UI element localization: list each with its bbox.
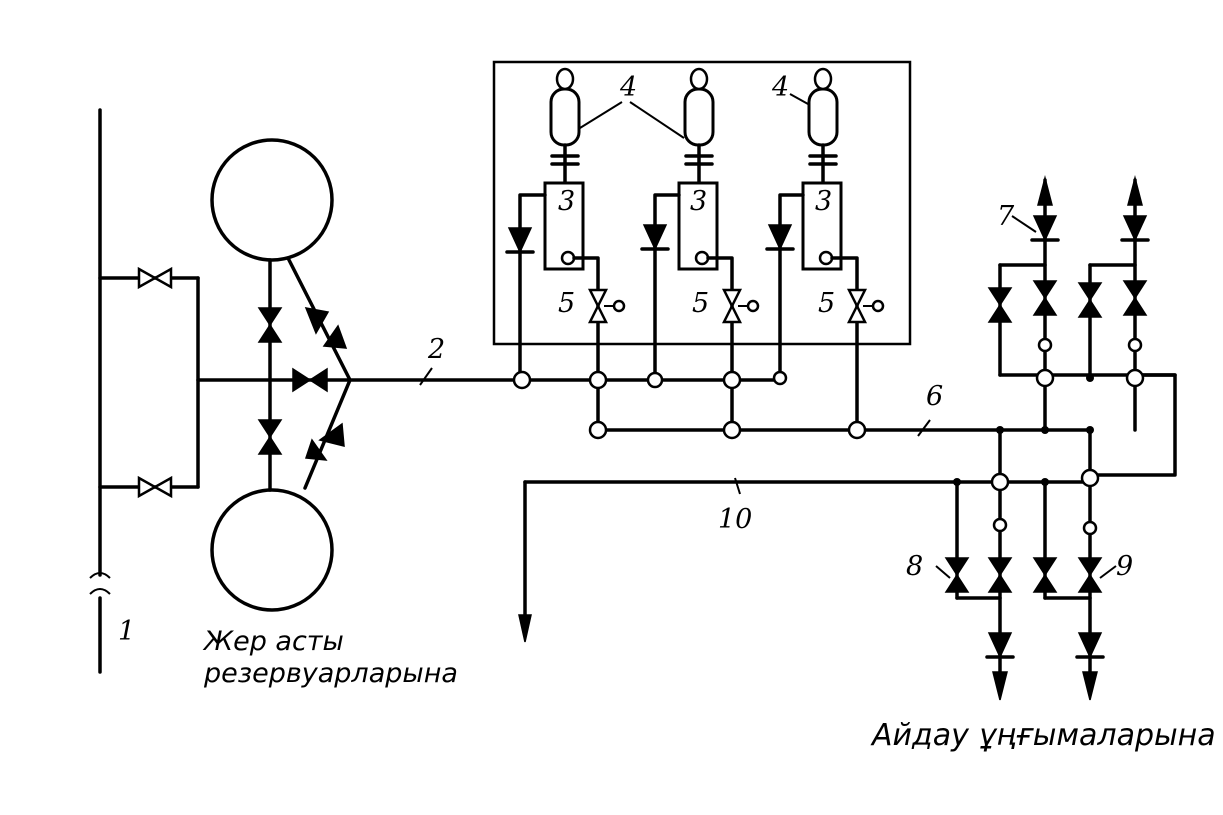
label-3-c: 3 <box>815 186 832 217</box>
tank-valve-diag-bottom-a <box>318 422 345 447</box>
label-1: 1 <box>118 616 135 647</box>
bypass-valve-top <box>137 267 173 289</box>
label-5-b: 5 <box>692 288 709 319</box>
tank-valve-diag-bottom-b <box>304 438 328 461</box>
caption-underground-line2: резервуарларына <box>204 658 458 690</box>
line-2 <box>348 367 782 386</box>
upper-manifold <box>988 175 1177 484</box>
label-3-b: 3 <box>690 186 707 217</box>
line-6 <box>596 378 1092 437</box>
caption-underground-tanks: Жер асты резервуарларына <box>204 626 458 691</box>
pump-unit-b <box>640 67 760 382</box>
pump-house-frame <box>492 60 912 346</box>
label-4-b: 4 <box>771 72 789 103</box>
main-line-1 <box>89 108 111 674</box>
bypass-valve-bottom <box>137 476 173 498</box>
label-7: 7 <box>997 201 1015 232</box>
label-5-a: 5 <box>558 288 575 319</box>
label-8: 8 <box>906 551 923 582</box>
label-2: 2 <box>427 334 445 365</box>
tank-bottom <box>210 488 334 612</box>
tank-top <box>210 138 334 262</box>
pump-unit-c <box>765 67 885 432</box>
label-4-a: 4 <box>619 72 637 103</box>
tank-valve-lower <box>258 419 282 455</box>
tank-valve-upper <box>258 307 282 343</box>
pump-unit-a <box>505 67 626 382</box>
label-9: 9 <box>1116 551 1133 582</box>
lower-manifold <box>935 480 1117 701</box>
tank-valve-diag-top-b <box>322 324 348 349</box>
label-10: 10 <box>718 504 752 535</box>
tank-valve-diag-top-a <box>304 307 330 335</box>
caption-underground-line1: Жер асты <box>204 626 344 657</box>
caption-injection-wells: Айдау ұңғымаларына <box>872 718 1216 753</box>
junction-nodes <box>512 337 1145 536</box>
label-3-a: 3 <box>558 186 575 217</box>
tank-valve-horizontal <box>292 368 328 392</box>
underground-tanks <box>210 138 352 612</box>
label-6: 6 <box>926 381 943 412</box>
label-5-c: 5 <box>818 288 835 319</box>
